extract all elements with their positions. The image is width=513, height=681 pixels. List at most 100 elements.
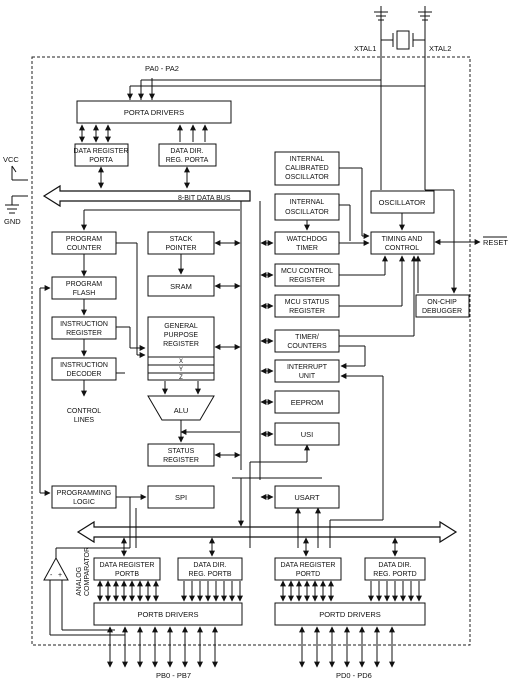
- gp-register-line3: REGISTER: [163, 341, 199, 348]
- int-osc-line2: OSCILLATOR: [285, 209, 329, 216]
- portb-drivers-label: PORTB DRIVERS: [137, 610, 198, 619]
- instruction-register-line2: REGISTER: [66, 330, 102, 337]
- program-flash-line2: FLASH: [73, 290, 96, 297]
- eeprom-block: [274, 390, 340, 414]
- program-counter-line1: PROGRAM: [66, 236, 102, 243]
- status-register-line1: STATUS: [168, 448, 195, 455]
- mcu-status-line1: MCU STATUS: [285, 299, 330, 306]
- alu-block: [147, 395, 215, 421]
- data-register-porta-line1: DATA REGISTER: [74, 148, 129, 155]
- int-osc-line1: INTERNAL: [290, 199, 325, 206]
- oscillator-label: OSCILLATOR: [379, 198, 426, 207]
- data-dir-portb-line1: DATA DIR.: [193, 562, 226, 569]
- register-y-label: Y: [179, 367, 183, 373]
- data-register-porta-line2: PORTA: [89, 157, 113, 164]
- control-lines-line2: LINES: [74, 417, 95, 424]
- porta-pin-arrows: [127, 90, 155, 100]
- data-register-portd-line1: DATA REGISTER: [281, 562, 336, 569]
- stack-pointer-line1: STACK: [170, 236, 193, 243]
- instruction-decoder-line2: DECODER: [66, 371, 101, 378]
- timing-control-line2: CONTROL: [385, 245, 419, 252]
- int-cal-osc-line2: CALIBRATED: [285, 165, 328, 172]
- programming-logic-line2: LOGIC: [73, 499, 95, 506]
- gnd-label: GND: [4, 217, 21, 226]
- data-register-portb-block: [93, 557, 161, 581]
- data-register-portb-line2: PORTB: [115, 571, 139, 578]
- data-bus: [42, 184, 251, 208]
- interrupt-line2: UNIT: [299, 373, 316, 380]
- data-register-porta-block: [74, 143, 129, 167]
- comparator-plus: +: [58, 572, 62, 579]
- interrupt-unit-block: [274, 359, 340, 383]
- portd-drivers-label: PORTD DRIVERS: [319, 610, 381, 619]
- debugger-line2: DEBUGGER: [422, 308, 462, 315]
- data-register-portd-line2: PORTD: [296, 571, 320, 578]
- data-register-portb-line1: DATA REGISTER: [100, 562, 155, 569]
- gp-register-line2: PURPOSE: [164, 332, 199, 339]
- crystal-symbol: [380, 24, 426, 50]
- vcc-symbol: [11, 165, 28, 181]
- sram-block: [147, 275, 215, 297]
- watchdog-line2: TIMER: [296, 245, 318, 252]
- xtal2-ground-symbol: [418, 6, 432, 24]
- spi-block: [147, 485, 215, 509]
- data-dir-porta-line1: DATA DIR.: [170, 148, 203, 155]
- debugger-line1: ON-CHIP: [427, 299, 457, 306]
- portb-drivers-block: [93, 602, 243, 626]
- xtal-lines: [380, 40, 426, 190]
- timer-line2: COUNTERS: [287, 343, 327, 350]
- eeprom-label: EEPROM: [291, 398, 324, 407]
- analog-comparator-line2: COMPARATOR: [84, 547, 91, 596]
- lower-bus-drops: [121, 478, 398, 557]
- gnd-symbol: [5, 195, 28, 214]
- int-cal-osc-line1: INTERNAL: [290, 156, 325, 163]
- pa-pins-label: PA0 - PA2: [145, 64, 179, 73]
- internal-calibrated-oscillator-block: [274, 151, 340, 186]
- timer-line1: TIMER/: [295, 334, 319, 341]
- data-dir-portb-block: [177, 557, 243, 581]
- data-dir-porta-block: [158, 143, 217, 167]
- programming-logic-line1: PROGRAMMING: [57, 490, 111, 497]
- porta-drivers-label: PORTA DRIVERS: [124, 108, 184, 117]
- portb-pin-arrows: [107, 626, 218, 668]
- mcu-control-line2: REGISTER: [289, 277, 325, 284]
- xtal2-label: XTAL2: [429, 44, 451, 53]
- data-register-portd-block: [274, 557, 342, 581]
- instruction-decoder-line1: INSTRUCTION: [60, 362, 108, 369]
- register-x-label: X: [179, 359, 183, 365]
- usart-block: [274, 485, 340, 509]
- gp-register-line1: GENERAL: [164, 323, 198, 330]
- comparator-minus: -: [50, 572, 53, 579]
- usart-label: USART: [294, 493, 320, 502]
- data-bus-label: 8-BIT DATA BUS: [178, 195, 231, 202]
- timer-counters-block: [274, 329, 340, 353]
- sram-label: SRAM: [170, 282, 192, 291]
- status-register-block: [147, 443, 215, 467]
- lower-data-bus: [76, 520, 458, 544]
- pd-pins-label: PD0 - PD6: [336, 671, 372, 680]
- register-z-label: Z: [179, 375, 183, 381]
- xtal1-ground-symbol: [374, 6, 388, 24]
- on-chip-debugger-block: [415, 294, 470, 318]
- xtal1-label: XTAL1: [354, 44, 376, 53]
- cpu-internal-links: [116, 242, 146, 374]
- mcu-status-line2: REGISTER: [289, 308, 325, 315]
- timing-and-control-block: [370, 231, 435, 255]
- data-dir-portb-line2: REG. PORTB: [188, 571, 231, 578]
- internal-oscillator-block: [274, 193, 340, 221]
- port-register-driver-arrows: [97, 580, 422, 602]
- porta-driver-arrows: [79, 124, 208, 143]
- spi-label: SPI: [175, 493, 187, 502]
- analog-comparator-line1: ANALOG: [76, 567, 83, 596]
- int-cal-osc-line3: OSCILLATOR: [285, 174, 329, 181]
- portd-drivers-block: [274, 602, 426, 626]
- analog-comparator-symbol: [43, 556, 69, 581]
- program-flash-line1: PROGRAM: [66, 281, 102, 288]
- data-dir-portd-block: [364, 557, 426, 581]
- data-dir-portd-line2: REG. PORTD: [373, 571, 416, 578]
- interrupt-line1: INTERRUPT: [287, 364, 328, 371]
- chip-boundary: [31, 56, 471, 646]
- stack-pointer-line2: POINTER: [165, 245, 196, 252]
- control-lines-line1: CONTROL: [67, 408, 101, 415]
